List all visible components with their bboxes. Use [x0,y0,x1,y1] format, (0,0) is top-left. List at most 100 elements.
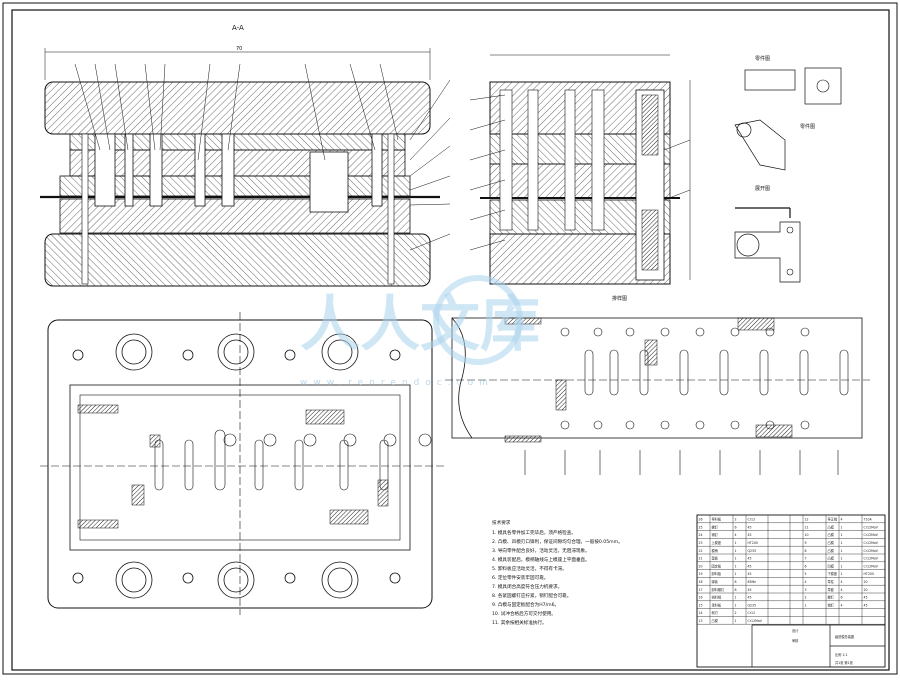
bom-cell: 销钉 [712,532,719,537]
bom-cell: 45 [864,603,868,607]
bom-cell: 45 [864,596,868,600]
bom-cell: 1 [735,557,737,561]
bom-cell: 3 [805,588,807,592]
bom-cell: 凸模 [828,524,835,529]
bom-cell: 凸模 [712,618,719,623]
bom-cell: 24 [699,533,703,537]
bom-cell: 1 [735,549,737,553]
bom-cell: 17 [699,588,703,592]
bom-cell: 导料板 [712,517,722,522]
bom-cell: 65Mn [748,580,757,584]
bom-cell: 2 [735,611,737,615]
bom-cell: 1 [841,572,843,576]
scale-label: 比例 1:1 [835,652,848,657]
technical-notes: 技术要求 1. 模具各零件加工完毕后，须严格检查。 2. 凸模、凹模刃口锋利，保… [492,519,623,626]
plan-view [40,312,445,615]
bom-cell: 导套 [828,587,835,592]
side-section-view [469,54,691,285]
bom-cell: Cr12MoV [864,557,879,561]
bom-cell: 导柱 [828,579,835,584]
bom-cell: 1 [841,564,843,568]
bom-cell: 20 [864,588,868,592]
strip-title: 排样图 [612,295,627,302]
sheet-number: 共1张 第1张 [835,660,854,665]
bom-cell: 挡料销 [712,595,722,600]
bom-cell: 螺钉 [712,524,719,529]
bom-cell: 4 [841,580,843,584]
bom-cell: 8 [735,588,737,592]
bom-cell: 4 [841,518,843,522]
bom-cell: Cr12 [748,518,756,522]
iso-view-label: 零件图 [800,123,815,130]
note-10: 10. 试冲合格后方可交付使用。 [492,610,556,617]
bom-cell: 22 [699,549,703,553]
strip-layout: 排样图 [445,295,870,475]
bom-cell: 26 [699,518,703,522]
note-6: 6. 定位零件安装牢固可靠。 [492,574,548,581]
bom-cell: 导正销 [828,517,838,522]
bom-cell: 4 [841,603,843,607]
bom-cell: 45 [748,557,752,561]
bom-cell: 垫板 [712,556,719,561]
bom-cell: 销钉 [828,602,835,607]
bom-cell: 7 [805,557,807,561]
bom-cell: 20 [699,564,703,568]
bom-cell: 凸模 [828,540,835,545]
bom-cell: 1 [841,549,843,553]
watermark: 人人文库 www.renrendoc.com [300,275,540,388]
bom-cell: 侧刃 [712,610,718,615]
note-3: 3. 导向零件配合良好，活动灵活，无阻滞现象。 [492,547,590,554]
bom-cell: HT200 [748,541,758,545]
frame-border [11,9,890,671]
bom-cell: 1 [841,557,843,561]
bom-cell: 21 [699,557,703,561]
bom-cell: 12 [805,518,809,522]
bom-cell: 4 [841,588,843,592]
bom-cell: 6 [841,596,843,600]
bom-cell: 卸料板 [712,571,722,576]
note-5: 5. 卸料板应活动灵活，不得有卡滞。 [492,565,567,572]
bom-cell: Cr12MoV [864,549,879,553]
bom-cell: 45 [748,564,752,568]
main-section-view: A-A 70 [40,24,451,287]
bom-cell: 45 [748,525,752,529]
bom-cell: 45 [748,533,752,537]
bom-cell: 25 [699,525,703,529]
designer-label: 设计 [792,628,799,633]
bom-cell: 上模座 [712,540,722,545]
bom-cell: 23 [699,541,703,545]
bom-cell: 凸模 [828,556,835,561]
section-label: A-A [232,24,244,32]
bom-cell: 承料板 [712,602,722,607]
bom-cell: Cr12MoV [864,564,879,568]
bom-cell: 模柄 [712,548,719,553]
blank-label: 展开图 [755,186,770,192]
drawing-title: 级进模总装图 [835,634,854,639]
bom-cell: 弹簧 [712,579,719,584]
bom-cell: 14 [699,611,703,615]
bom-cell: 1 [841,533,843,537]
bom-cell: 1 [735,572,737,576]
bom-cell: 凸模 [828,548,835,553]
bom-cell: 4 [805,580,807,584]
bom-cell: 凸模 [828,532,835,537]
note-1: 1. 模具各零件加工完毕后，须严格检查。 [492,529,576,536]
watermark-text: 人人文库 [300,290,540,360]
bom-cell: 19 [699,572,703,576]
note-2: 2. 凸模、凹模刃口锋利，保证间隙均匀合理，一般按0.05mm。 [492,538,623,545]
bom-cell: Cr12 [748,611,756,615]
note-4: 4. 模具装配后，模柄轴线与上模座上平面垂直。 [492,556,590,563]
bom-cell: 螺钉 [828,595,835,600]
bom-cell: 9 [805,541,807,545]
bom-cell: 卸料螺钉 [712,587,726,592]
bom-cell: 45 [748,588,752,592]
bom-cell: 固定板 [712,563,722,568]
bom-cell: Cr12MoV [748,619,763,623]
bom-cell: 20 [864,580,868,584]
part-views: 零件图 零件图 展开图 [734,55,842,283]
watermark-url: www.renrendoc.com [300,378,494,388]
